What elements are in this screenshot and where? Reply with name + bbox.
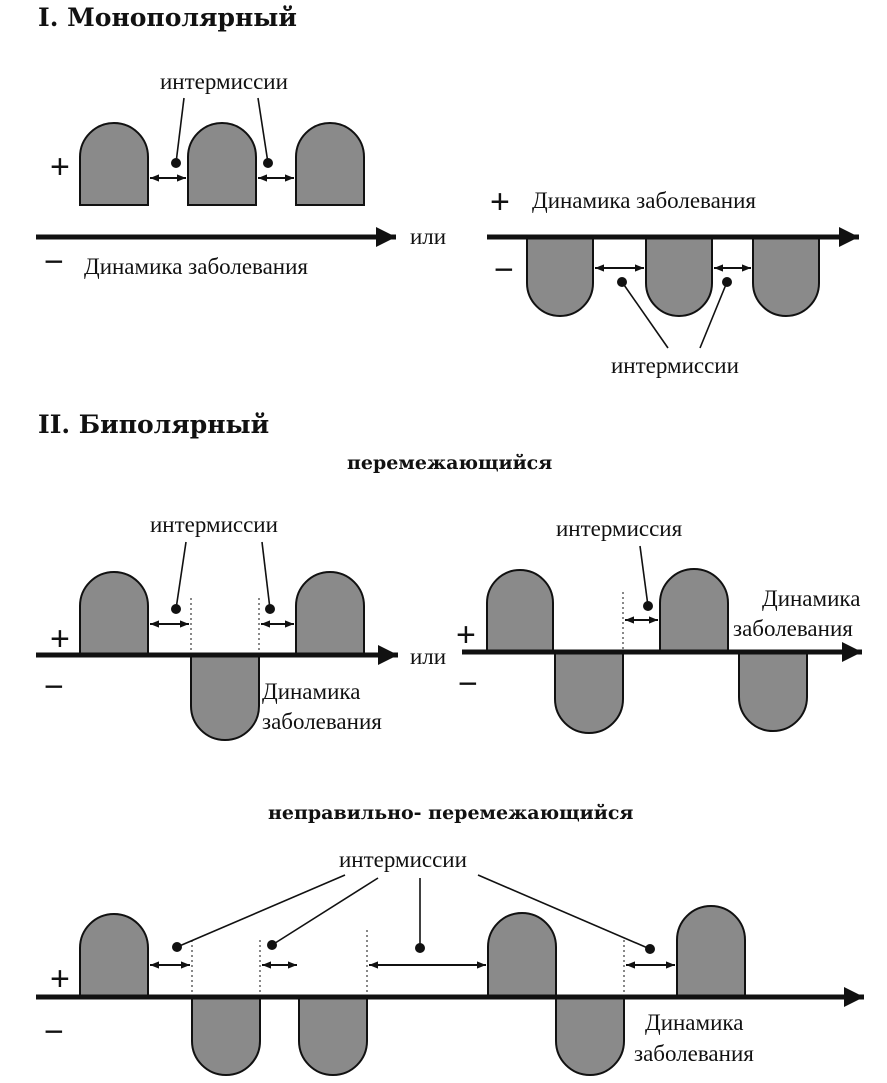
plus-sign: + — [50, 148, 70, 186]
episode-positive — [487, 912, 557, 998]
episode-negative — [554, 651, 624, 734]
dynamics-label: заболевания — [733, 616, 853, 641]
dynamics-label: Динамика — [645, 1010, 743, 1035]
mono-left-diagram: интермиссии + − Динамика заболевания — [36, 69, 396, 281]
leader-line — [699, 281, 728, 349]
episode-positive — [486, 569, 554, 653]
or-label: или — [410, 224, 446, 249]
leader-line — [257, 97, 269, 164]
minus-sign: − — [44, 1013, 64, 1051]
leader-line — [261, 541, 271, 610]
or-label: или — [410, 644, 446, 669]
leader-line — [175, 97, 185, 164]
subtitle-irregular: неправильно- перемежающийся — [268, 802, 633, 824]
intermissions-label: интермиссии — [150, 512, 278, 537]
episode-positive — [79, 571, 149, 656]
episode-negative — [526, 236, 594, 317]
minus-sign: − — [458, 665, 478, 703]
episode-negative — [191, 996, 261, 1076]
dynamics-label: заболевания — [634, 1041, 754, 1066]
intermission-label: интермиссия — [556, 516, 683, 541]
minus-sign: − — [44, 668, 64, 706]
episode-negative — [190, 654, 260, 741]
episode-negative — [752, 236, 820, 317]
subtitle-intermittent: перемежающийся — [347, 452, 552, 474]
episode-negative — [298, 996, 368, 1076]
episode-positive — [676, 905, 746, 998]
dynamics-label: заболевания — [262, 709, 382, 734]
episode-negative — [555, 996, 625, 1076]
plus-sign: + — [490, 183, 510, 221]
bi-left-diagram: интермиссии + − Динамика заболевания — [36, 512, 398, 741]
episode-positive — [79, 122, 149, 206]
episode-positive — [79, 913, 149, 998]
section-bipolar-heading: II. Биполярный — [38, 410, 269, 439]
section-monopolar-heading: I. Монополярный — [38, 3, 297, 32]
plus-sign: + — [50, 620, 70, 658]
intermissions-label: интермиссии — [339, 847, 467, 872]
leader-line — [621, 281, 669, 349]
episode-positive — [187, 122, 257, 206]
bi-right-diagram: интермиссия + − Динамика заболевания — [456, 516, 862, 734]
bi-irregular-diagram: интермиссии + − Динамика заболевания — [36, 847, 864, 1076]
dynamics-label: Динамика заболевания — [84, 254, 308, 279]
minus-sign: − — [494, 251, 514, 289]
episode-positive — [659, 568, 729, 653]
episode-negative — [738, 651, 808, 732]
episode-positive — [295, 122, 365, 206]
intermissions-label: интермиссии — [160, 69, 288, 94]
minus-sign: − — [44, 243, 64, 281]
leader-line — [175, 541, 187, 610]
episode-negative — [645, 236, 713, 317]
mono-right-diagram: + Динамика заболевания − интермиссии — [487, 183, 859, 378]
plus-sign: + — [50, 960, 70, 998]
leader-line — [639, 545, 649, 607]
leader-line — [477, 874, 651, 950]
intermissions-label: интермиссии — [611, 353, 739, 378]
dynamics-label: Динамика — [262, 679, 360, 704]
leader-line — [271, 877, 379, 946]
dynamics-label: Динамика — [762, 586, 860, 611]
episode-positive — [295, 571, 365, 656]
dynamics-label: Динамика заболевания — [532, 188, 756, 213]
plus-sign: + — [456, 616, 476, 654]
leader-line — [176, 874, 346, 948]
